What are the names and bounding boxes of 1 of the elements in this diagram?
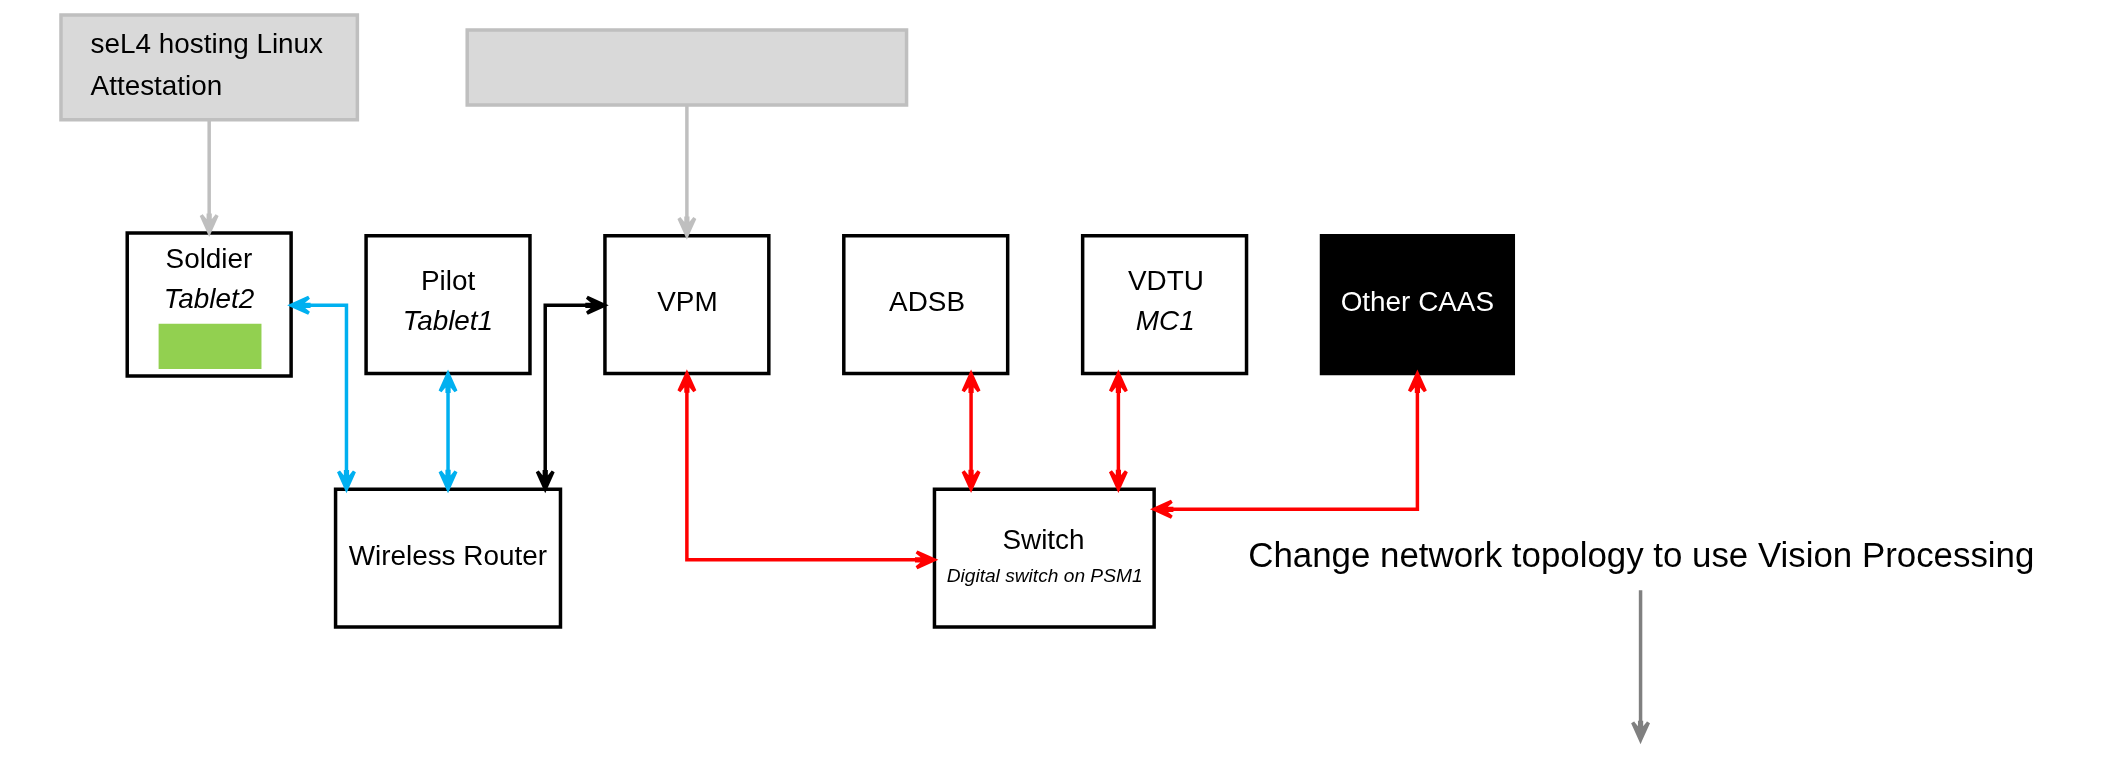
node-text: Change network topology to use Vision Processing [1248, 534, 2035, 574]
